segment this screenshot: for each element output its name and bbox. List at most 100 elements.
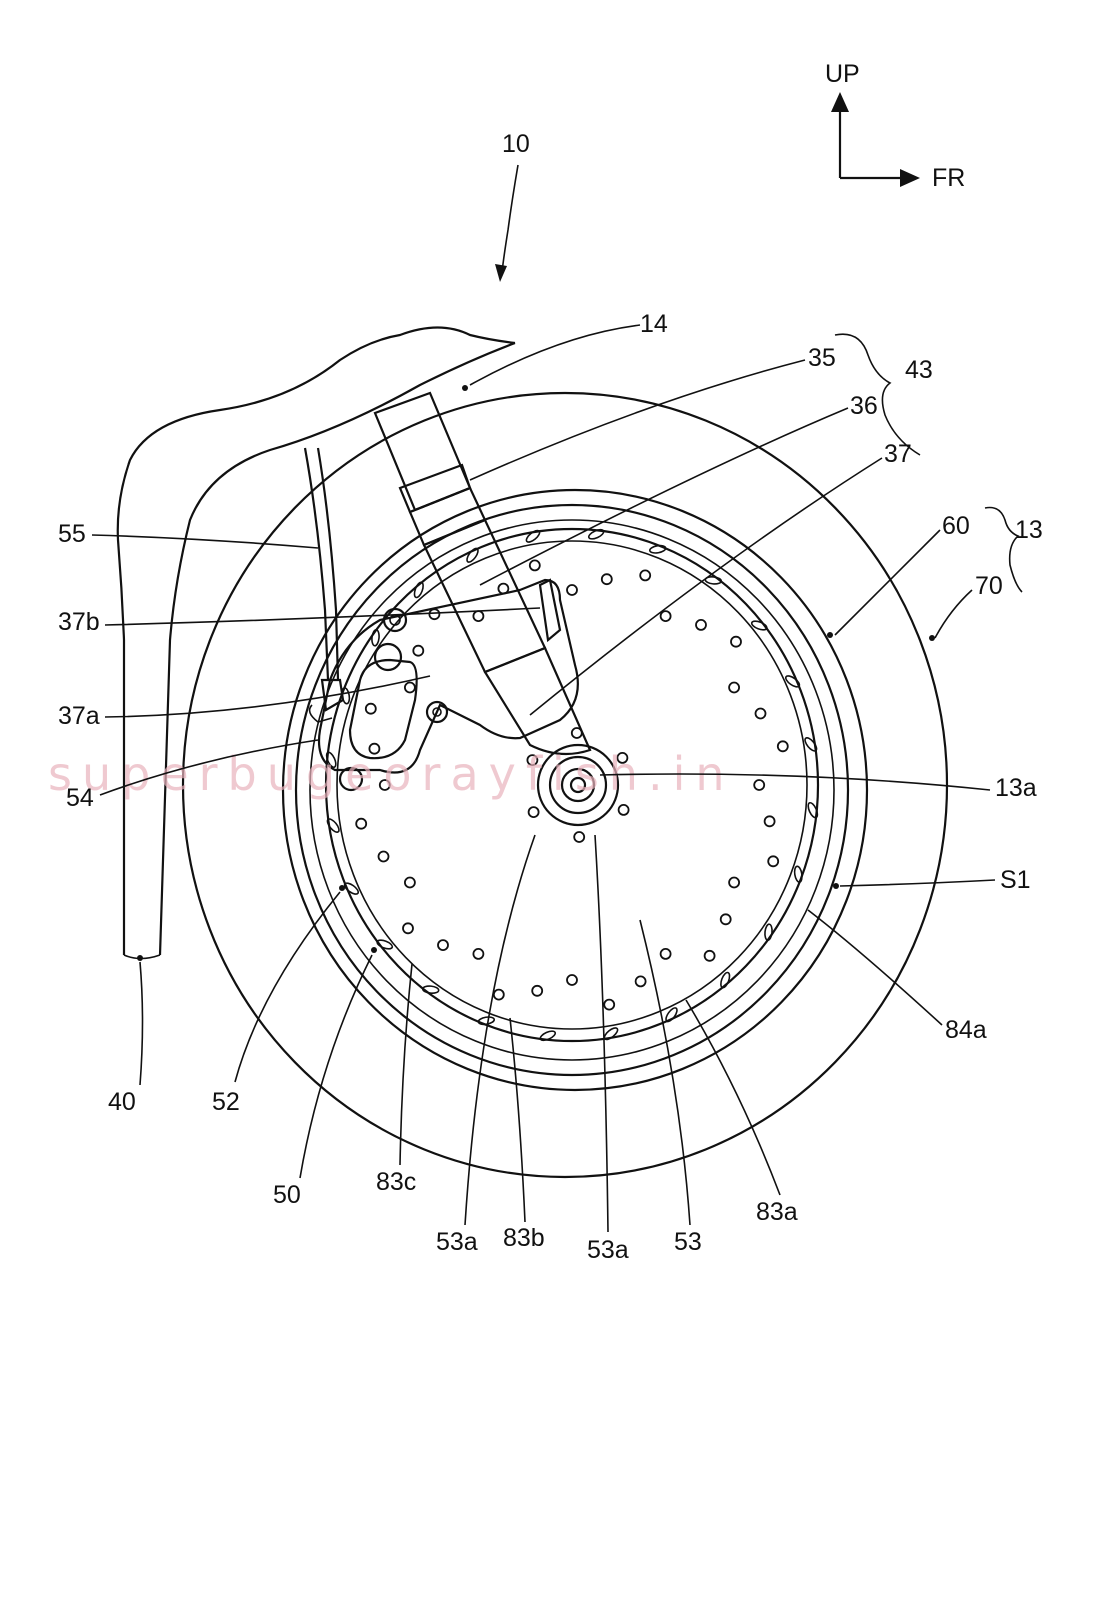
disc-slot: [603, 1027, 619, 1041]
callout-label-53a_left: 53a: [436, 1228, 478, 1256]
disc-hole: [403, 681, 416, 694]
callout-label-40: 40: [108, 1088, 136, 1116]
disc-hole: [639, 569, 652, 582]
leader-arrowhead-60: [827, 632, 833, 638]
disc-slot: [807, 801, 819, 819]
leader-line-13a: [599, 773, 991, 791]
disc-slot: [750, 620, 768, 631]
disc-slot: [326, 818, 340, 833]
direction-indicator: UP FR: [825, 60, 965, 192]
front-fork-35: [373, 391, 592, 756]
disc-hole: [659, 948, 672, 960]
hub-bolt-hole: [573, 831, 586, 843]
callout-label-35: 35: [808, 344, 836, 372]
disc-hole: [728, 681, 740, 694]
leader-line-55: [91, 534, 319, 549]
disc-hole: [566, 584, 578, 596]
callout-label-37b: 37b: [58, 608, 100, 636]
callout-label-83a: 83a: [756, 1198, 798, 1226]
disc-slot: [648, 544, 667, 554]
callout-label-54: 54: [66, 784, 94, 812]
disc-slot: [587, 528, 605, 540]
hub-bolt-hole: [617, 804, 630, 816]
disc-slot: [665, 1007, 678, 1023]
disc-hole: [603, 998, 616, 1011]
leader-line-52: [234, 891, 341, 1083]
callout-label-55: 55: [58, 520, 86, 548]
leader-line-53a_right: [594, 834, 609, 1233]
callout-label-60: 60: [942, 512, 970, 540]
disc-hole: [378, 779, 391, 791]
callout-label-53: 53: [674, 1228, 702, 1256]
axle-13a: [536, 743, 620, 827]
disc-hole: [472, 610, 485, 622]
callout-label-13: 13: [1015, 516, 1043, 544]
direction-front-label: FR: [932, 164, 965, 192]
leader-arrowhead-52: [339, 885, 345, 891]
callout-label-S1: S1: [1000, 866, 1031, 894]
disc-slot: [376, 939, 394, 950]
disc-hole: [531, 984, 544, 997]
disc-slot: [477, 1016, 496, 1026]
front-wheel-13: [181, 391, 949, 1179]
brake-disc-53: [324, 527, 820, 1043]
leader-line-60: [834, 529, 941, 636]
disc-slot: [466, 547, 479, 563]
disc-hole: [355, 817, 368, 830]
disc-hole: [753, 779, 766, 791]
disc-hole: [659, 610, 672, 622]
disc-hole: [412, 644, 425, 657]
leader-line-83a: [685, 999, 781, 1196]
leader-line-37b: [104, 607, 541, 626]
reference-numeral-10: 10: [495, 130, 530, 282]
disc-hole: [767, 855, 780, 868]
callout-label-43: 43: [905, 356, 933, 384]
leader-line-70: [934, 589, 973, 639]
callout-label-37a: 37a: [58, 702, 100, 730]
disc-hole: [754, 707, 767, 720]
leader-line-35: [469, 359, 806, 481]
disc-hole: [695, 619, 707, 631]
brake-hose-55: [303, 447, 345, 723]
hub-bolt-hole: [616, 752, 629, 764]
disc-hole: [776, 740, 789, 753]
disc-slot: [525, 529, 541, 543]
leader-line-40: [139, 961, 144, 1086]
disc-hole: [368, 742, 381, 755]
disc-slot: [804, 737, 818, 752]
leader-line-14: [469, 324, 641, 386]
reference-numeral-label: 10: [502, 130, 530, 158]
disc-slot: [371, 629, 380, 647]
disc-slot: [784, 675, 801, 688]
disc-slot: [343, 882, 360, 895]
leader-arrowhead-70: [929, 635, 935, 641]
leader-line-53a_left: [464, 834, 536, 1226]
disc-hole: [428, 608, 441, 621]
leader-arrowhead-50: [371, 947, 377, 953]
leader-line-36: [479, 407, 849, 586]
leader-line-37a: [104, 675, 431, 718]
hub-bolt-hole: [527, 806, 540, 818]
leader-arrowhead-14: [462, 385, 468, 391]
disc-hole: [403, 876, 416, 889]
callout-label-52: 52: [212, 1088, 240, 1116]
callout-label-53a_right: 53a: [587, 1236, 629, 1264]
disc-hole: [472, 948, 485, 960]
callout-label-37: 37: [884, 440, 912, 468]
disc-hole: [728, 876, 740, 889]
disc-slot: [720, 971, 731, 989]
callout-label-70: 70: [975, 572, 1003, 600]
leader-line-S1: [839, 879, 996, 887]
disc-hole: [437, 939, 449, 951]
callout-label-84a: 84a: [945, 1016, 987, 1044]
leader-line-54: [99, 739, 319, 796]
disc-hole: [703, 949, 716, 962]
disc-slot: [793, 865, 803, 883]
hub-bolt-hole: [526, 754, 539, 766]
disc-hole: [402, 922, 414, 935]
disc-slot: [325, 751, 337, 769]
callout-brackets: [834, 333, 1023, 593]
leader-arrowhead-S1: [833, 883, 839, 889]
callout-label-50: 50: [273, 1181, 301, 1209]
